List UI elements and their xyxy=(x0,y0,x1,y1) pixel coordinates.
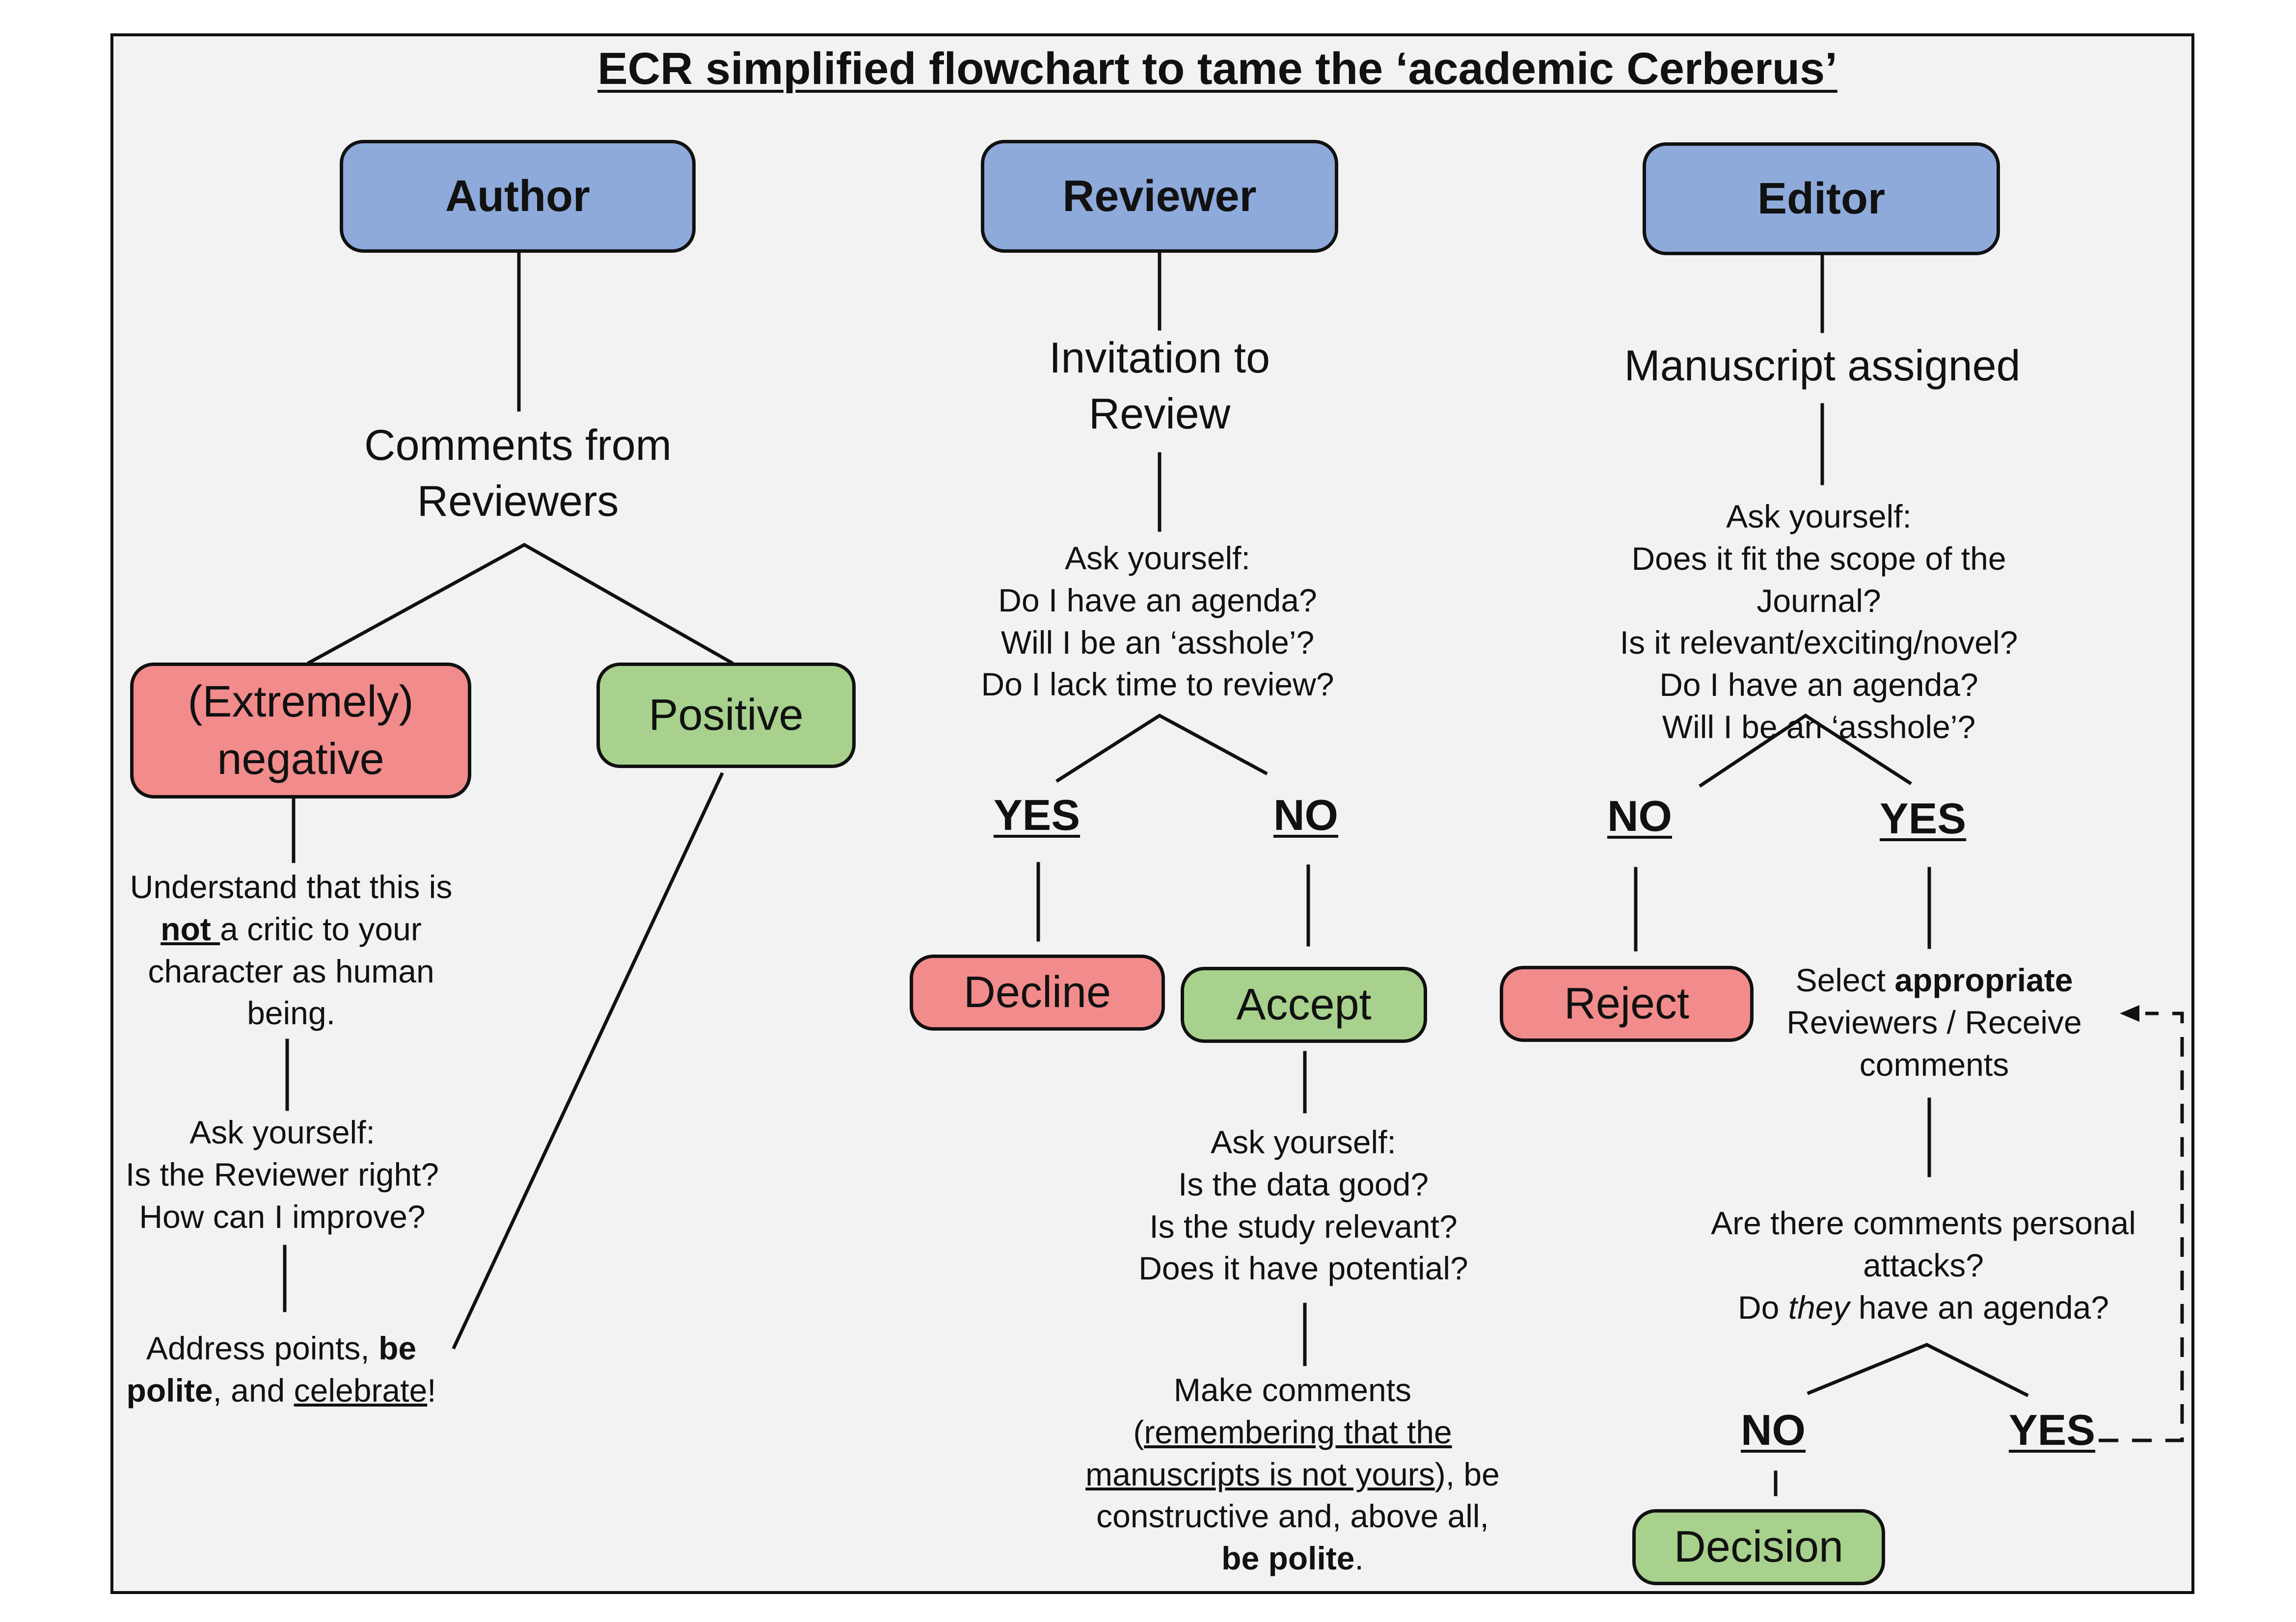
editor-ask-text: Ask yourself: Does it fit the scope of t… xyxy=(1620,498,2018,745)
loop-arrow-head xyxy=(2120,1005,2139,1022)
accept-box: Accept xyxy=(1181,967,1427,1043)
comments-branch-line xyxy=(307,542,734,665)
editor-branch-line xyxy=(1699,713,1912,788)
reject-box: Reject xyxy=(1500,966,1754,1042)
diagram-frame xyxy=(110,33,2194,1594)
editor-yes-label: YES xyxy=(1879,794,1967,843)
invitation-to-review: Invitation to Review xyxy=(1049,333,1270,438)
negative-box: (Extremely) negative xyxy=(130,663,471,798)
editor-box: Editor xyxy=(1643,142,2000,255)
editor-no-label: NO xyxy=(1607,792,1672,840)
address-text: Address points, be polite, and celebrate… xyxy=(126,1330,436,1409)
decline-box: Decline xyxy=(910,955,1165,1031)
editor-yes2-label: YES xyxy=(2008,1406,2096,1454)
decision-box: Decision xyxy=(1632,1509,1885,1585)
select-reviewers-text: Select appropriate Reviewers / Receive c… xyxy=(1786,962,2082,1083)
yes-loop-dashed-line xyxy=(2099,1011,2184,1442)
reviewer-branch-line xyxy=(1055,713,1268,783)
manuscript-assigned: Manuscript assigned xyxy=(1624,341,2021,390)
reviewer-ask2-text: Ask yourself: Is the data good? Is the s… xyxy=(1138,1124,1468,1287)
author-ask-text: Ask yourself: Is the Reviewer right? How… xyxy=(125,1114,439,1235)
personal-attacks-text: Are there comments personal attacks? Do … xyxy=(1711,1205,2136,1326)
make-comments-text: Make comments (remembering that the manu… xyxy=(1085,1372,1500,1577)
attacks-branch-line xyxy=(1807,1343,2029,1397)
reviewer-no-label: NO xyxy=(1273,791,1338,839)
reviewer-ask-text: Ask yourself: Do I have an agenda? Will … xyxy=(981,540,1334,703)
understand-text: Understand that this is not a critic to … xyxy=(130,869,453,1032)
positive-box: Positive xyxy=(596,663,856,768)
comments-from-reviewers: Comments from Reviewers xyxy=(364,421,672,526)
page-title: ECR simplified flowchart to tame the ‘ac… xyxy=(597,44,1837,94)
author-box: Author xyxy=(340,140,696,253)
reviewer-box: Reviewer xyxy=(981,140,1338,253)
positive-to-address-line xyxy=(452,772,724,1350)
editor-no2-label: NO xyxy=(1741,1406,1806,1454)
reviewer-yes-label: YES xyxy=(993,791,1080,839)
